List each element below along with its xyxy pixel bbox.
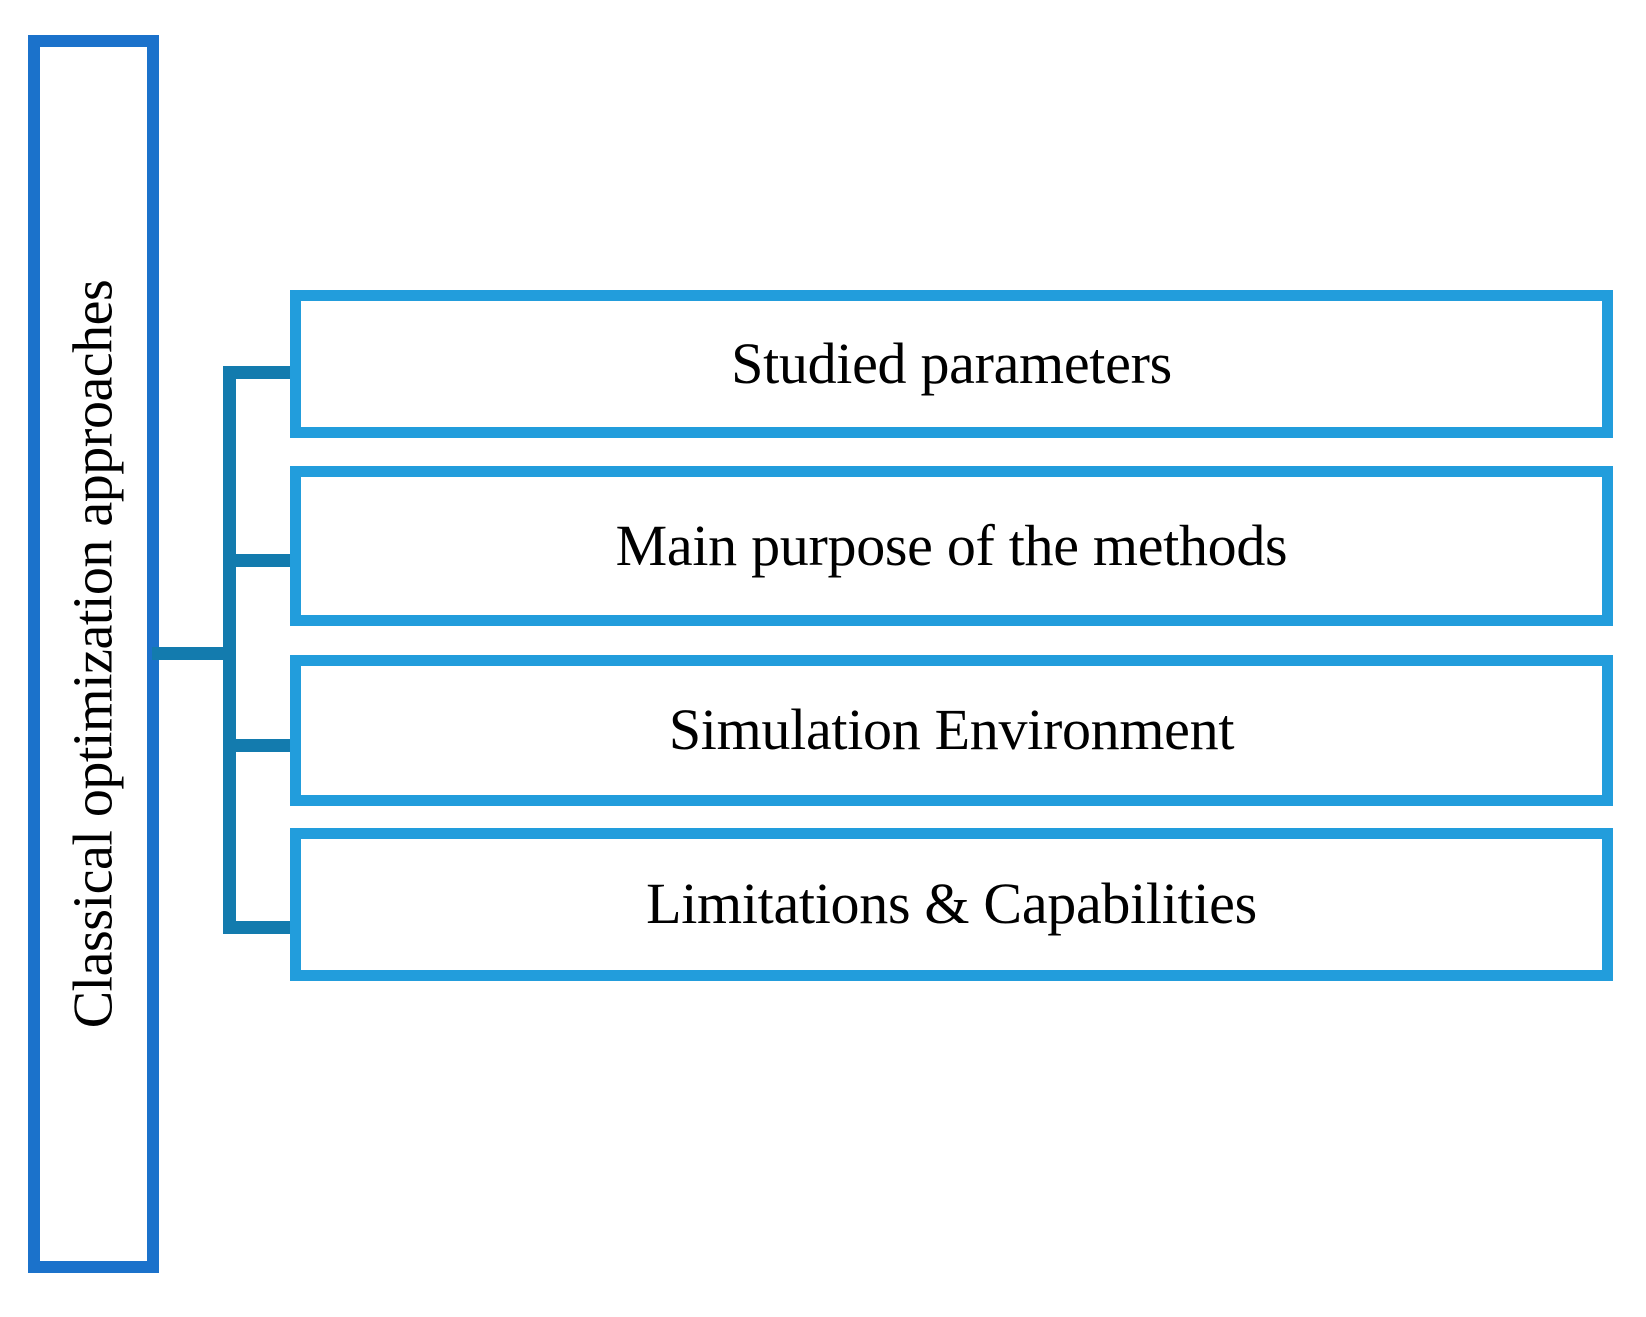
connector-branch-limitations-capabilities xyxy=(223,921,298,934)
leaf-node-main-purpose[interactable]: Main purpose of the methods xyxy=(290,466,1613,626)
connector-branch-studied-parameters xyxy=(223,366,298,379)
leaf-node-simulation-environment[interactable]: Simulation Environment xyxy=(290,655,1613,806)
leaf-node-label: Limitations & Capabilities xyxy=(646,871,1257,937)
leaf-node-label: Main purpose of the methods xyxy=(615,512,1288,578)
leaf-node-studied-parameters[interactable]: Studied parameters xyxy=(290,290,1613,438)
connector-trunk xyxy=(152,647,236,660)
root-node-label: Classical optimization approaches xyxy=(62,279,125,1029)
leaf-node-limitations-capabilities[interactable]: Limitations & Capabilities xyxy=(290,828,1613,981)
connector-branch-simulation-environment xyxy=(223,739,298,752)
root-node[interactable]: Classical optimization approaches xyxy=(28,35,159,1273)
connector-branch-main-purpose xyxy=(223,554,298,567)
leaf-node-label: Studied parameters xyxy=(731,330,1172,396)
leaf-node-label: Simulation Environment xyxy=(668,697,1235,763)
connector-spine xyxy=(223,366,236,934)
